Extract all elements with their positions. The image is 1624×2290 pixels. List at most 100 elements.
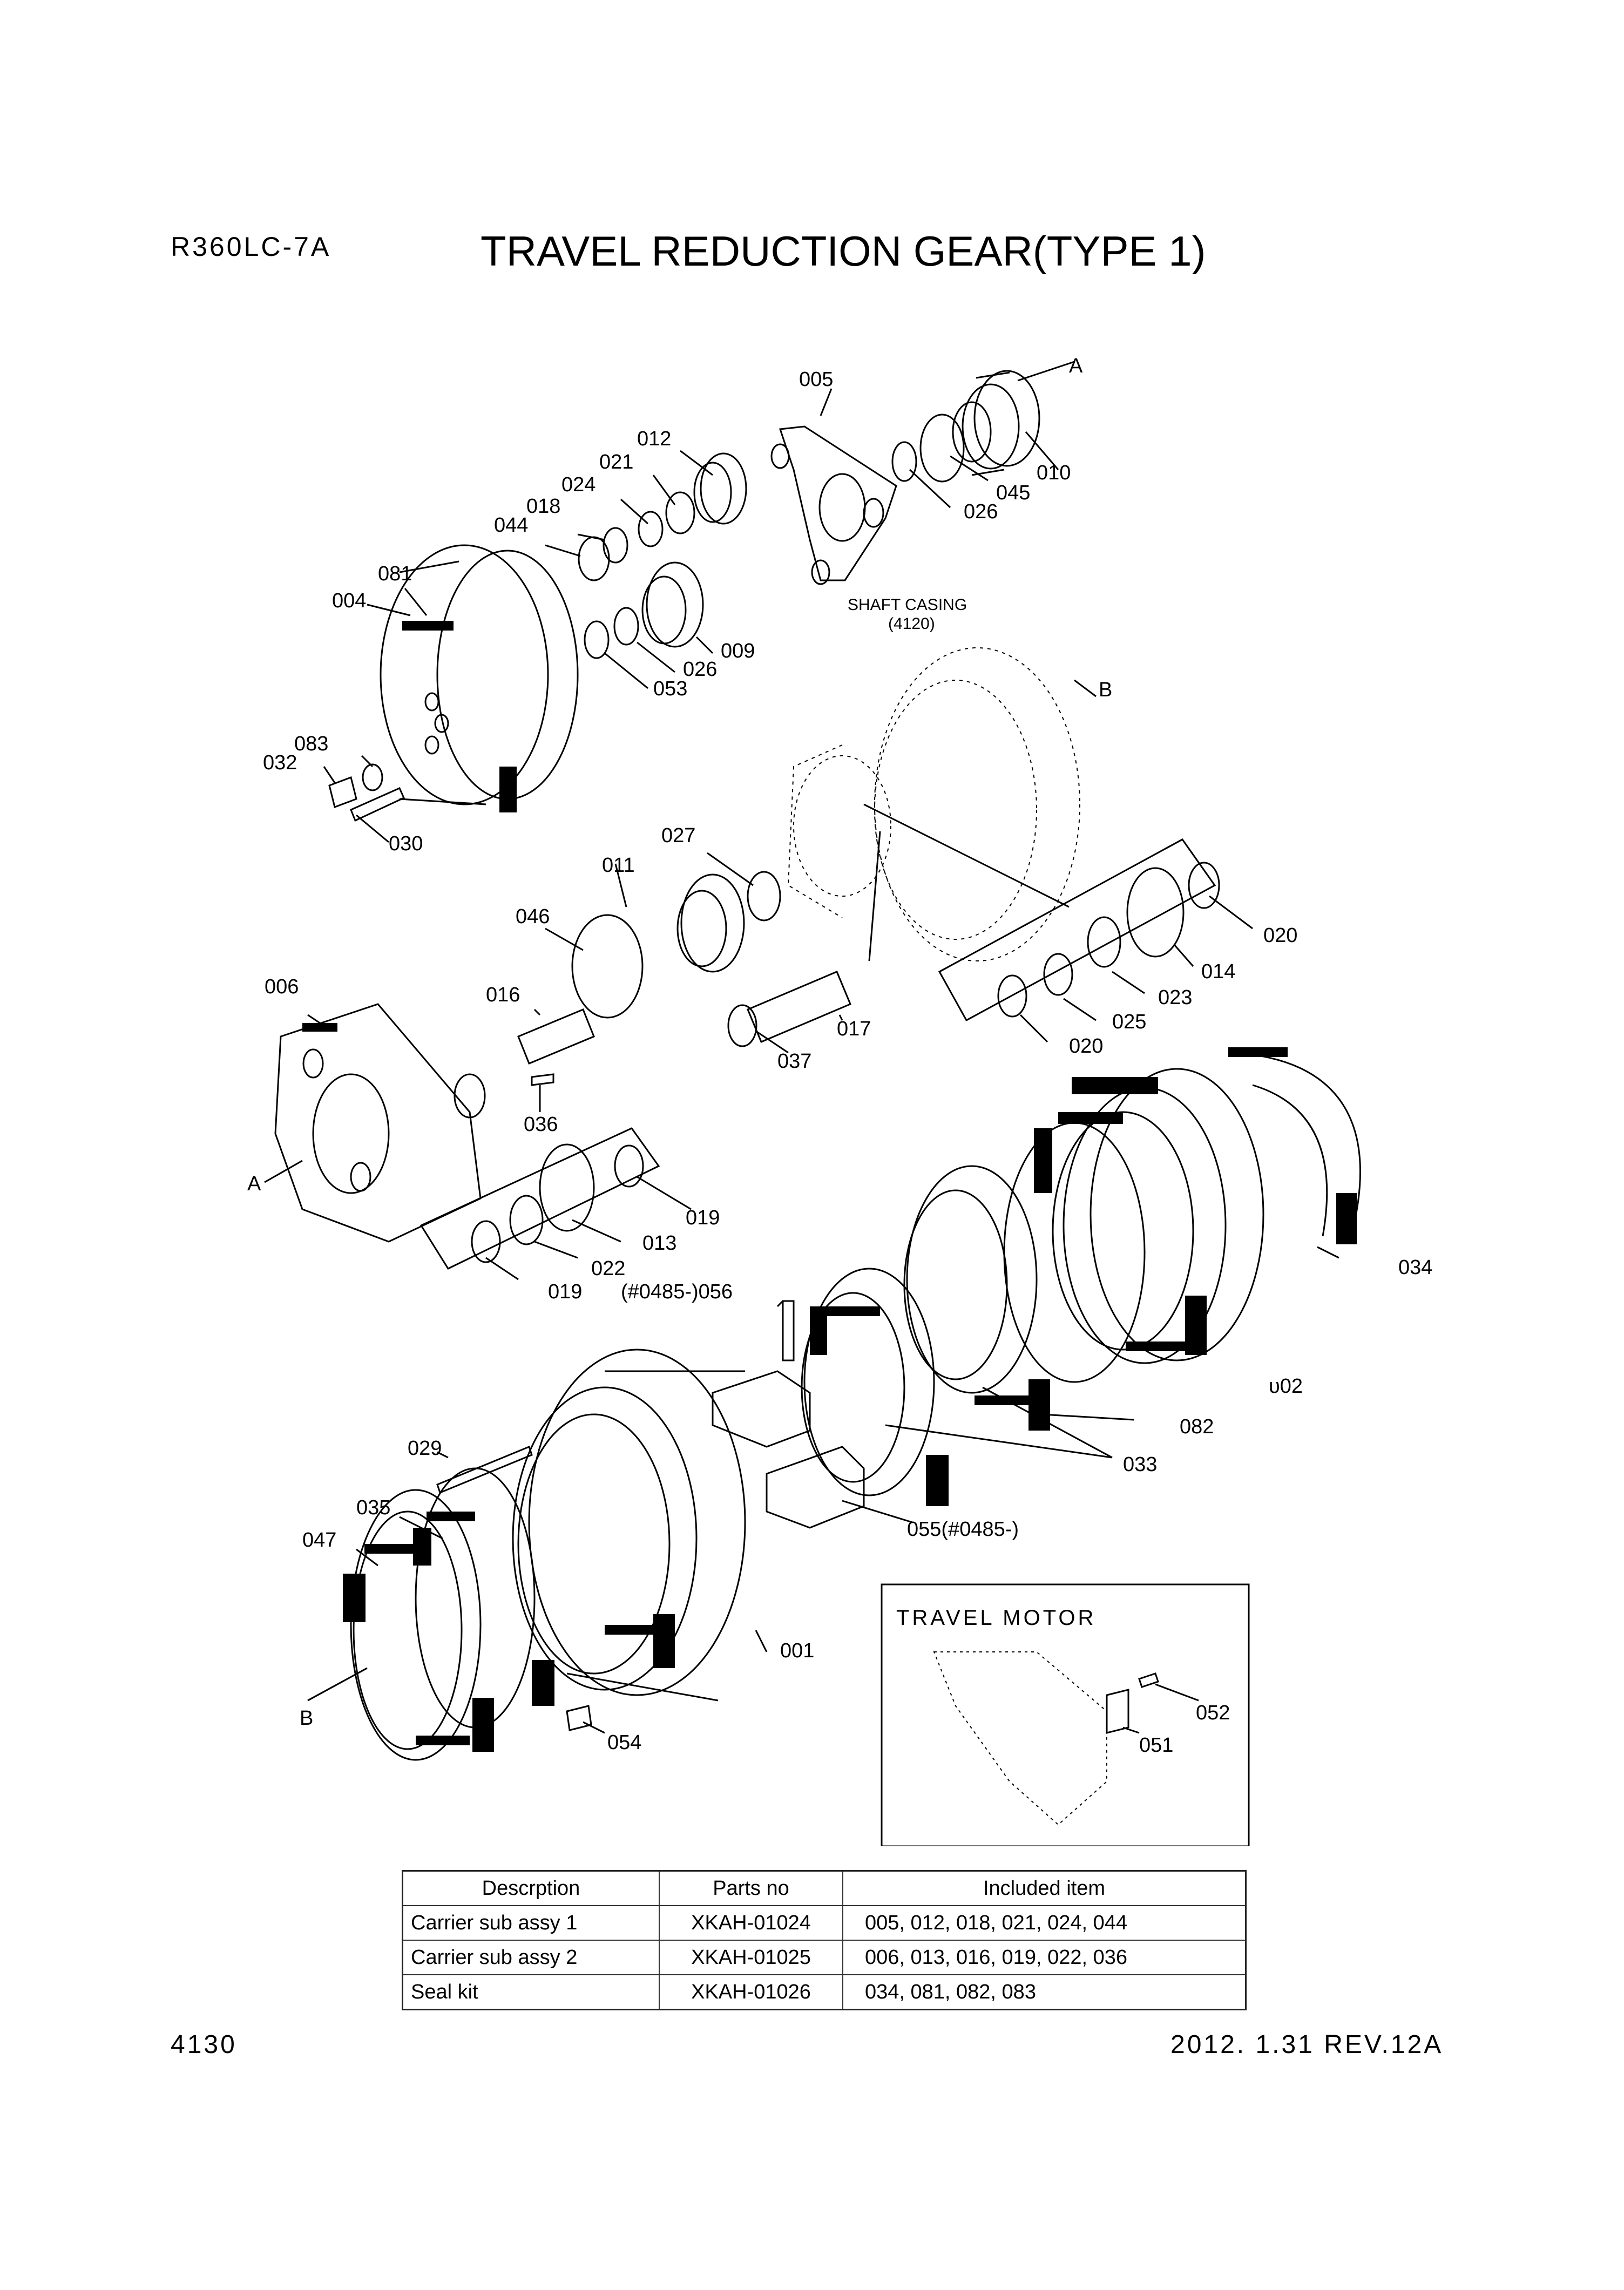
pin-017	[747, 971, 851, 1043]
pin-036	[531, 1073, 554, 1086]
callout-036: 036	[524, 1113, 558, 1136]
header-description: Descrption	[402, 1870, 660, 1906]
callout-011: 011	[602, 854, 635, 877]
plug-032	[328, 776, 357, 808]
shaft-casing-label: SHAFT CASING	[848, 596, 967, 614]
callout-056: (#0485-)056	[621, 1280, 733, 1303]
callout-037: 037	[777, 1050, 811, 1073]
ring-gear-010	[952, 370, 1040, 476]
callout-019-upper: 019	[686, 1207, 720, 1229]
washer-026b	[613, 607, 639, 646]
planet-gear-012	[700, 452, 747, 525]
row-included: 006, 013, 016, 019, 022, 036	[842, 1940, 1247, 1975]
spacer-024	[638, 511, 664, 547]
shaft-casing-ref: (4120)	[888, 615, 935, 633]
row-description: Seal kit	[402, 1974, 660, 2010]
callout-025: 025	[1112, 1011, 1146, 1033]
callout-001: 001	[780, 1639, 814, 1662]
travel-motor-outline	[933, 1651, 1107, 1826]
ring-gear-001	[528, 1349, 746, 1696]
callout-010: 010	[1037, 462, 1071, 484]
floating-seal-034	[1230, 1052, 1361, 1242]
callout-018: 018	[526, 495, 560, 518]
callout-005: 005	[799, 368, 833, 391]
name-plate-051	[1106, 1689, 1129, 1734]
carrier-005	[779, 425, 897, 581]
washer-018	[603, 527, 628, 564]
table-header-row: Descrption Parts no Included item	[402, 1870, 1247, 1906]
callout-021: 021	[599, 451, 633, 473]
callout-017: 017	[837, 1018, 871, 1040]
planet-gear-011	[680, 873, 745, 973]
callout-055: 055(#0485-)	[907, 1518, 1019, 1541]
plug-054	[566, 1705, 592, 1731]
callout-045: 045	[996, 482, 1030, 504]
callout-ref-b-bottom: B	[300, 1707, 313, 1730]
row-included: 005, 012, 018, 021, 024, 044	[842, 1905, 1247, 1941]
page-number: 4130	[171, 2030, 237, 2059]
callout-024: 024	[561, 473, 596, 496]
callout-054: 054	[607, 1731, 641, 1754]
stopper-055a	[712, 1370, 811, 1448]
revision-date: 2012. 1.31 REV.12A	[1170, 2030, 1444, 2059]
row-description: Carrier sub assy 1	[402, 1905, 660, 1941]
cover-004	[380, 544, 549, 805]
travel-motor-label: TRAVEL MOTOR	[896, 1606, 1096, 1630]
thrust-washer-019b	[471, 1220, 501, 1263]
callout-081: 081	[378, 563, 412, 585]
snap-ring-027	[747, 871, 781, 922]
callout-032: 032	[263, 751, 297, 774]
row-parts-no: XKAH-01025	[659, 1940, 843, 1975]
thrust-washer-026	[891, 441, 917, 482]
bolt-029	[436, 1446, 533, 1494]
thrust-washer-019a	[614, 1144, 644, 1188]
seal-047	[350, 1489, 482, 1761]
shaft-casing	[874, 647, 1080, 961]
callout-012: 012	[637, 428, 671, 450]
planet-gear-013	[539, 1143, 595, 1232]
rivet-052	[1138, 1672, 1159, 1688]
hub-002	[1090, 1068, 1264, 1361]
thrust-washer-020a	[1188, 862, 1220, 909]
callout-026-mid: 026	[683, 658, 717, 681]
o-ring-045	[919, 414, 965, 483]
callout-020-lower: 020	[1069, 1035, 1103, 1058]
callout-026-top: 026	[964, 500, 998, 523]
page-title: TRAVEL REDUCTION GEAR(TYPE 1)	[481, 227, 1206, 275]
travel-motor-box	[881, 1583, 1250, 1846]
callout-029: 029	[408, 1437, 442, 1460]
snap-ring-037	[727, 1004, 757, 1047]
callout-009: 009	[721, 640, 755, 662]
callout-019-lower: 019	[548, 1280, 582, 1303]
callout-ref-a-top: A	[1069, 355, 1083, 377]
o-ring-046	[571, 914, 644, 1019]
callout-016: 016	[486, 984, 520, 1006]
callout-002: υ02	[1269, 1375, 1303, 1398]
callout-052: 052	[1196, 1702, 1230, 1724]
table-row: Seal kit XKAH-01026 034, 081, 082, 083	[402, 1974, 1247, 2010]
callout-033: 033	[1123, 1453, 1157, 1476]
callout-ref-a-left: A	[247, 1173, 261, 1195]
row-parts-no: XKAH-01024	[659, 1905, 843, 1941]
thrust-washer-020b	[997, 974, 1027, 1018]
callout-014: 014	[1201, 960, 1235, 983]
callout-020-upper: 020	[1263, 924, 1297, 947]
bearing-021	[665, 491, 695, 534]
callout-027: 027	[661, 824, 695, 847]
callout-035: 035	[356, 1496, 390, 1519]
spacer-025	[1043, 953, 1073, 996]
row-included: 034, 081, 082, 083	[842, 1974, 1247, 2010]
callout-004: 004	[332, 590, 366, 612]
bolt-056	[782, 1300, 795, 1361]
table-row: Carrier sub assy 1 XKAH-01024 005, 012, …	[402, 1905, 1247, 1941]
bearing-023	[1087, 916, 1121, 968]
callout-047: 047	[302, 1529, 336, 1551]
callout-022: 022	[591, 1257, 625, 1280]
callout-034: 034	[1398, 1256, 1432, 1279]
model-code: R360LC-7A	[171, 232, 331, 262]
callout-013: 013	[642, 1232, 676, 1255]
o-ring-083	[362, 763, 383, 791]
header-parts-no: Parts no	[659, 1870, 843, 1906]
callout-051: 051	[1139, 1734, 1173, 1757]
